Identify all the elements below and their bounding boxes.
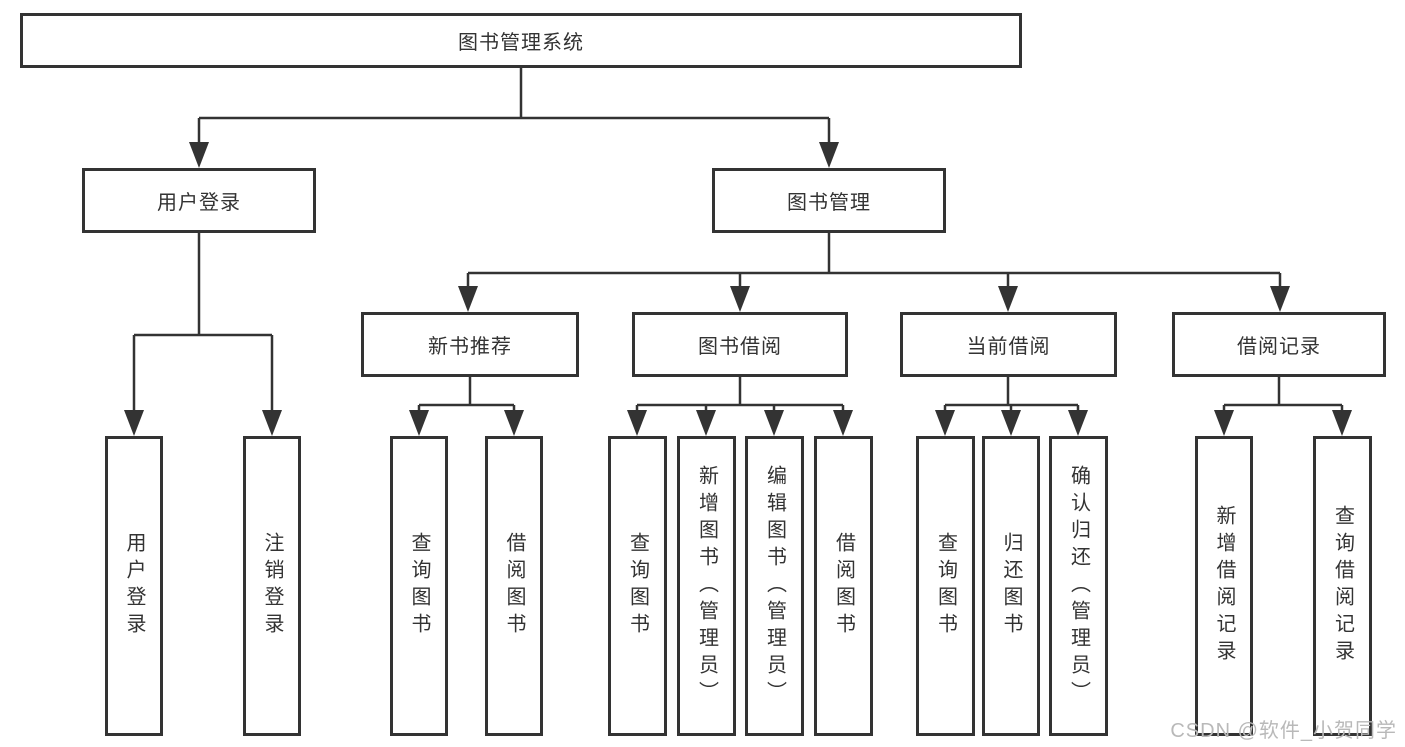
node-label: 当前借阅 (966, 336, 1051, 358)
connector-current-borrow-children (943, 377, 1080, 414)
node-label: 归还图书 (1000, 532, 1022, 640)
node-add-borrow-record: 新增借阅记录 (1195, 436, 1253, 736)
arrow-down-icon (189, 142, 209, 168)
node-query-borrow-record: 查询借阅记录 (1313, 436, 1372, 736)
csdn-watermark: CSDN @软件_小贺同学 (1170, 720, 1397, 742)
arrow-down-icon (124, 410, 144, 436)
node-return-books: 归还图书 (982, 436, 1040, 736)
arrow-down-icon (998, 286, 1018, 312)
node-label: 借阅图书 (832, 532, 855, 640)
node-label: 用户登录 (123, 532, 145, 640)
arrow-down-icon (696, 410, 716, 436)
node-label: 新增图书（管理员） (695, 464, 718, 708)
node-label: 图书管理 (787, 192, 871, 214)
node-label: 借阅图书 (503, 532, 525, 640)
node-label: 图书管理系统 (458, 32, 584, 54)
node-book-management: 图书管理 (712, 168, 946, 233)
connector-root-to-level2 (197, 68, 831, 146)
arrow-down-icon (833, 410, 853, 436)
node-label: 查询图书 (934, 532, 957, 640)
arrow-down-icon (730, 286, 750, 312)
arrow-down-icon (1001, 410, 1021, 436)
node-borrow-books-borrowing: 借阅图书 (814, 436, 873, 736)
arrow-down-icon (1214, 410, 1234, 436)
arrow-down-icon (1068, 410, 1088, 436)
node-label: 查询图书 (408, 532, 430, 640)
connector-user-login-children (132, 233, 274, 414)
arrow-down-icon (935, 410, 955, 436)
connector-borrow-records-children (1222, 377, 1344, 414)
node-label: 用户登录 (157, 192, 241, 214)
arrowheads (124, 142, 1352, 436)
node-current-borrowing: 当前借阅 (900, 312, 1117, 377)
node-system-root: 图书管理系统 (20, 13, 1022, 68)
node-logout-leaf: 注销登录 (243, 436, 301, 736)
arrow-down-icon (627, 410, 647, 436)
arrow-down-icon (764, 410, 784, 436)
node-label: 借阅记录 (1237, 336, 1321, 358)
node-label: 查询图书 (626, 532, 649, 640)
node-label: 编辑图书（管理员） (763, 464, 786, 708)
node-label: 注销登录 (261, 532, 283, 640)
node-label: 查询借阅记录 (1331, 505, 1354, 667)
node-query-books-borrowing: 查询图书 (608, 436, 667, 736)
node-borrowing-records: 借阅记录 (1172, 312, 1386, 377)
connector-new-book-children (417, 377, 516, 414)
connector-book-borrow-children (635, 377, 845, 414)
arrow-down-icon (458, 286, 478, 312)
node-label: 确认归还（管理员） (1067, 464, 1090, 708)
node-label: 新增借阅记录 (1213, 505, 1235, 667)
node-label: 图书借阅 (698, 336, 782, 358)
node-confirm-return-admin: 确认归还（管理员） (1049, 436, 1108, 736)
arrow-down-icon (409, 410, 429, 436)
arrow-down-icon (262, 410, 282, 436)
node-user-login: 用户登录 (82, 168, 316, 233)
node-borrow-books-recommend: 借阅图书 (485, 436, 543, 736)
node-user-login-leaf: 用户登录 (105, 436, 163, 736)
arrow-down-icon (1270, 286, 1290, 312)
node-book-borrowing: 图书借阅 (632, 312, 848, 377)
node-add-books-admin: 新增图书（管理员） (677, 436, 736, 736)
node-query-books-recommend: 查询图书 (390, 436, 448, 736)
node-new-book-recommend: 新书推荐 (361, 312, 579, 377)
arrow-down-icon (1332, 410, 1352, 436)
node-edit-books-admin: 编辑图书（管理员） (745, 436, 804, 736)
node-query-books-current: 查询图书 (916, 436, 975, 736)
node-label: 新书推荐 (428, 336, 512, 358)
arrow-down-icon (504, 410, 524, 436)
arrow-down-icon (819, 142, 839, 168)
connector-book-mgmt-children (466, 233, 1282, 290)
